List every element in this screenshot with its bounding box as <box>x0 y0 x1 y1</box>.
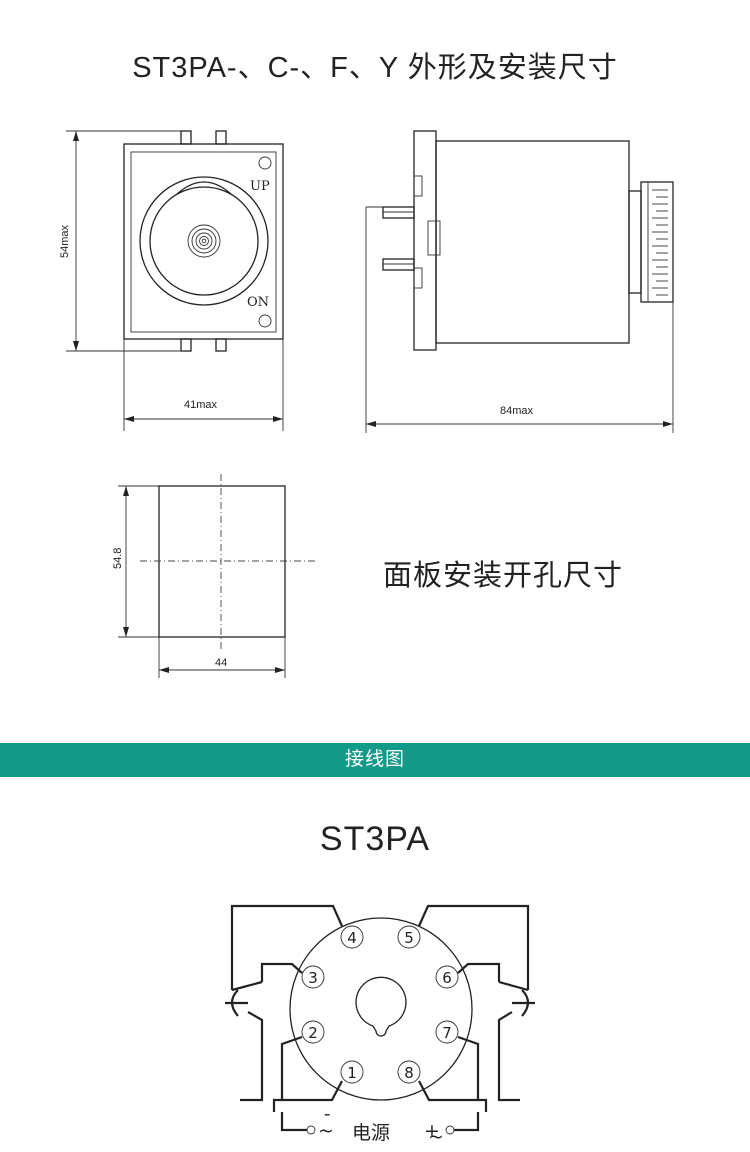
pin-1: 1 <box>347 1064 357 1082</box>
model-title: ST3PA <box>319 820 431 858</box>
pin-5: 5 <box>404 929 414 947</box>
pin-8: 8 <box>404 1064 414 1082</box>
dimensions-title: ST3PA-、C-、F、Y 外形及安装尺寸 <box>132 52 618 84</box>
length-dimension: 84max <box>500 405 534 417</box>
pin-6: 6 <box>442 969 452 987</box>
up-label: UP <box>250 179 270 194</box>
section-band-label: 接线图 <box>0 743 750 777</box>
on-label: ON <box>247 295 269 310</box>
pin-7: 7 <box>442 1024 452 1042</box>
wiring-diagram: 4 5 3 6 2 7 1 8 <box>225 904 535 1148</box>
minus-mark: - <box>324 1103 330 1125</box>
ac-symbol-right: ~ <box>428 1126 444 1148</box>
cutout-height-dimension: 54.8 <box>112 548 124 569</box>
front-view: UP ON 54max 41max <box>59 130 284 431</box>
plus-mark: + <box>424 1120 440 1142</box>
side-view: 84max <box>365 130 674 433</box>
width-dimension: 41max <box>184 399 218 411</box>
pin-2: 2 <box>308 1024 318 1042</box>
cutout-width-dimension: 44 <box>215 657 227 669</box>
pin-3: 3 <box>308 969 318 987</box>
height-dimension: 54max <box>59 224 71 258</box>
power-label: 电源 <box>352 1122 390 1144</box>
pin-4: 4 <box>347 929 357 947</box>
ac-symbol-left: ~ <box>318 1120 334 1142</box>
cutout-title: 面板安装开孔尺寸 <box>383 560 624 592</box>
panel-cutout: 54.8 44 <box>112 474 318 678</box>
